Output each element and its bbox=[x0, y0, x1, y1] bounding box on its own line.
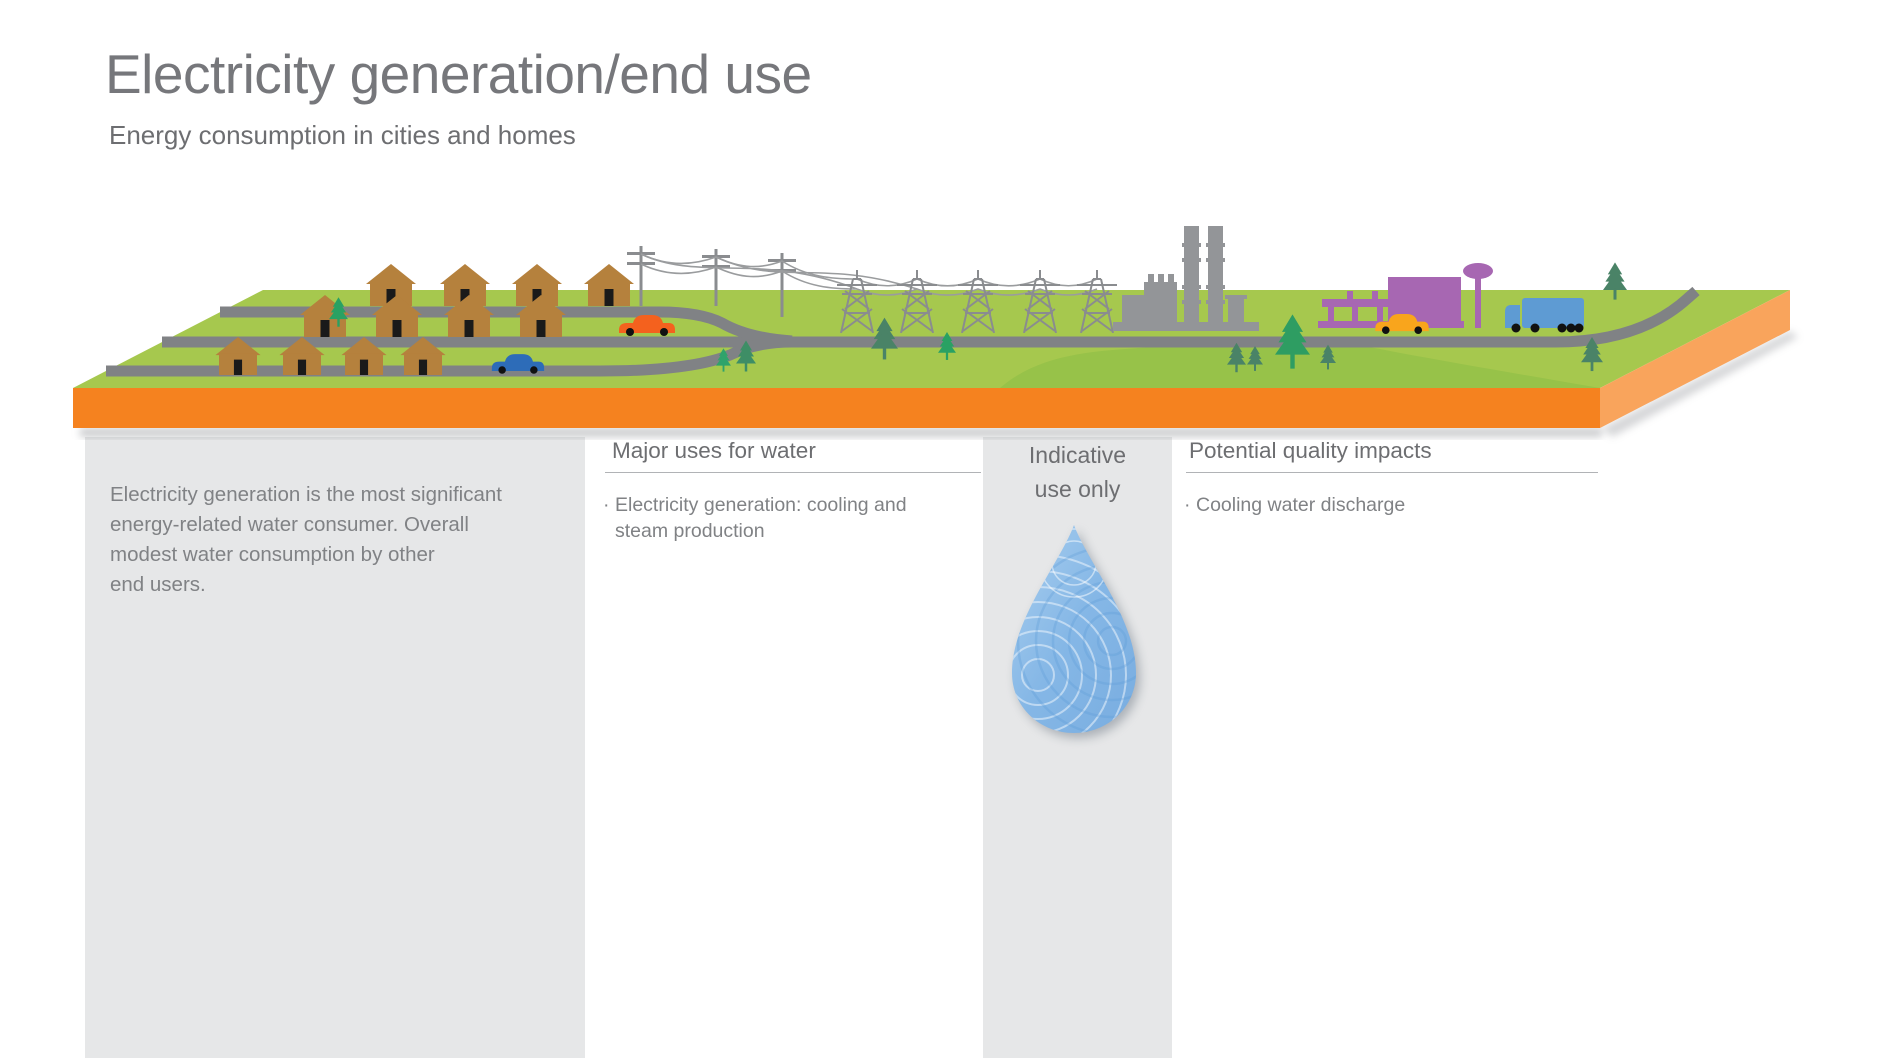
summary-line: end users. bbox=[110, 573, 206, 596]
transmission-tower-icon bbox=[957, 269, 999, 333]
car-icon bbox=[619, 315, 675, 336]
summary-text: Electricity generation is the most signi… bbox=[110, 480, 530, 600]
house-icon bbox=[366, 264, 416, 306]
house-icon bbox=[400, 337, 446, 375]
pine-tree-icon bbox=[871, 317, 898, 360]
purple-factory-icon bbox=[1318, 263, 1493, 328]
smokestack-icon bbox=[1182, 226, 1201, 322]
car-icon bbox=[491, 354, 545, 374]
house-icon bbox=[444, 295, 494, 337]
power-plant-icon bbox=[1113, 226, 1259, 331]
smokestack-icon bbox=[1206, 226, 1225, 322]
house-icon bbox=[512, 264, 562, 306]
house-icon bbox=[372, 295, 422, 337]
indicative-line: Indicative bbox=[1028, 442, 1127, 468]
grass-platform bbox=[73, 290, 1790, 388]
road-network bbox=[106, 286, 1700, 377]
house-icon bbox=[279, 337, 325, 375]
quality-impacts-heading: Potential quality impacts bbox=[1189, 438, 1432, 463]
grass-shade-patch bbox=[1000, 338, 1600, 388]
house-icon bbox=[516, 295, 566, 337]
pine-tree-icon bbox=[329, 297, 348, 327]
page-title: Electricity generation/end use bbox=[105, 43, 812, 105]
house-row-back bbox=[366, 264, 634, 306]
power-wires bbox=[640, 253, 1098, 296]
quality-impacts-item: · Cooling water discharge bbox=[1184, 492, 1556, 518]
indicative-line: use only bbox=[1034, 476, 1121, 502]
power-pole-icon bbox=[639, 246, 643, 306]
pine-tree-icon bbox=[938, 332, 956, 360]
pine-tree-icon bbox=[736, 340, 756, 372]
page-subtitle: Energy consumption in cities and homes bbox=[109, 120, 576, 150]
pine-tree-icon bbox=[1247, 346, 1263, 371]
house-icon bbox=[440, 264, 490, 306]
road bbox=[106, 336, 793, 377]
water-tower-icon bbox=[1463, 263, 1493, 328]
quality-impacts-item-text: Cooling water discharge bbox=[1196, 494, 1406, 516]
bullet-glyph: · bbox=[603, 494, 610, 516]
water-drop-icon bbox=[1012, 525, 1136, 733]
platform-side-face bbox=[1600, 290, 1790, 428]
major-uses-item: · Electricity generation: cooling and st… bbox=[603, 492, 927, 544]
truck-icon bbox=[1505, 298, 1584, 333]
bullet-glyph: · bbox=[1184, 494, 1191, 516]
power-line-poles bbox=[627, 246, 1118, 333]
quality-impacts-section: Potential quality impacts bbox=[1186, 438, 1598, 473]
summary-line: modest water consumption by other bbox=[110, 543, 435, 566]
house-row-front bbox=[215, 337, 446, 375]
house-icon bbox=[584, 264, 634, 306]
car-icon bbox=[1375, 313, 1429, 334]
summary-line: energy-related water consumer. Overall bbox=[110, 513, 469, 536]
transmission-tower-icon bbox=[1019, 269, 1061, 333]
platform-shadow bbox=[80, 331, 1798, 437]
transmission-tower-icon bbox=[1076, 269, 1118, 333]
pine-tree-icon bbox=[716, 348, 731, 372]
pine-tree-icon bbox=[1581, 336, 1603, 372]
house-icon bbox=[341, 337, 387, 375]
transmission-tower-icon bbox=[836, 269, 878, 333]
summary-panel bbox=[85, 437, 585, 1058]
transmission-tower-icon bbox=[896, 269, 938, 333]
house-icon bbox=[300, 295, 350, 337]
platform-front-face bbox=[73, 388, 1600, 428]
indicative-note: Indicative use only bbox=[983, 438, 1172, 506]
summary-line: Electricity generation is the most signi… bbox=[110, 483, 502, 506]
power-pole-icon bbox=[780, 253, 784, 317]
pine-tree-icon bbox=[1227, 342, 1246, 373]
house-row-middle bbox=[300, 295, 566, 337]
pine-tree-icon bbox=[1603, 262, 1627, 300]
pine-tree-icon bbox=[1320, 344, 1336, 370]
power-pole-icon bbox=[714, 249, 718, 306]
trees bbox=[329, 262, 1627, 373]
major-uses-heading: Major uses for water bbox=[612, 438, 816, 463]
road bbox=[220, 306, 793, 347]
road bbox=[162, 286, 1700, 348]
pine-tree-icon bbox=[1275, 314, 1310, 369]
major-uses-section: Major uses for water bbox=[605, 438, 981, 473]
house-icon bbox=[215, 337, 261, 375]
major-uses-item-text: Electricity generation: cooling and stea… bbox=[615, 494, 907, 542]
